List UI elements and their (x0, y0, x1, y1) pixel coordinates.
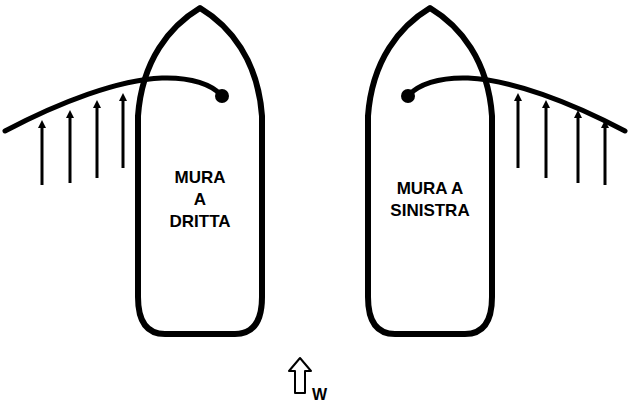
boat-hull: MURA A SINISTRA (365, 5, 495, 337)
hull-outline (365, 5, 495, 337)
boom-left (5, 78, 229, 131)
tack-label: MURA A SINISTRA (390, 178, 469, 222)
wind-arrows-right (518, 97, 605, 185)
wind-arrows-left (42, 97, 123, 185)
wind-label: W (312, 386, 327, 404)
tack-label: MURA A DRITTA (169, 167, 230, 233)
boom-right (401, 78, 625, 131)
wind-direction-arrow (289, 358, 311, 393)
boat-hull: MURA A DRITTA (135, 5, 265, 337)
